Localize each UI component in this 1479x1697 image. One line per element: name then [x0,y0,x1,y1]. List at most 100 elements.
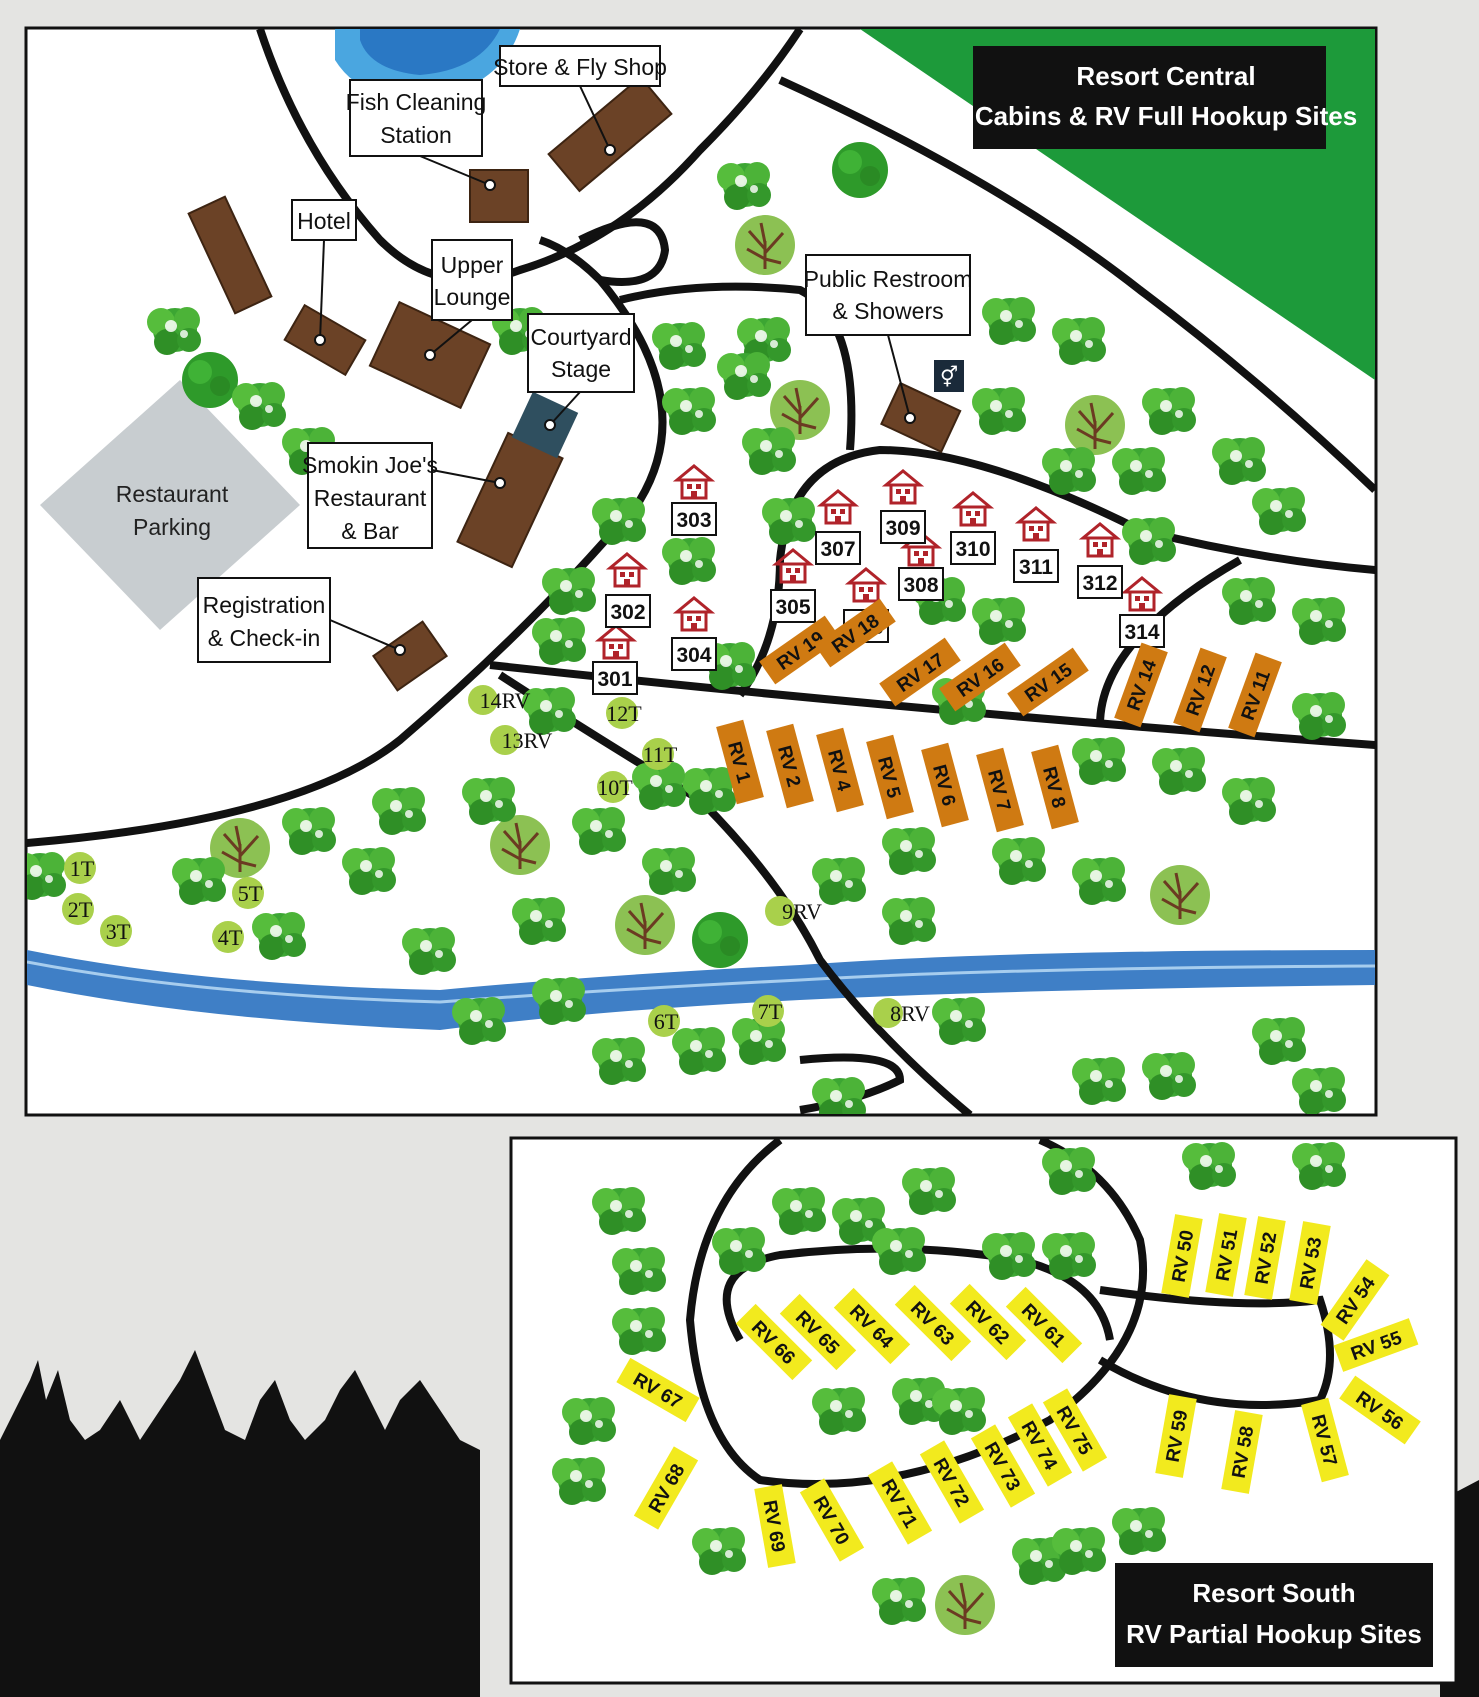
cabin-number: 301 [597,668,632,691]
tent-site-label: 7T [758,999,783,1024]
restroom-icon: ⚥ [934,360,964,392]
upper-lounge-label: Lounge [434,284,511,310]
tent-site-label: 12T [606,701,642,726]
restroom-building [880,381,962,454]
store-callout: Store & Fly Shop [493,45,667,156]
smokin-joes-label: Restaurant [314,485,427,511]
smokin-joes-label: Smokin Joe's [302,452,438,478]
cabin-number-tag: 303 [671,502,717,536]
cabin-number-tag: 307 [815,531,861,565]
cabin-number-tag: 310 [950,531,996,565]
rv-tag: 9RV [765,896,822,926]
tent-site: 2T [62,893,94,925]
tent-site-label: 11T [643,742,678,767]
buildings [187,75,962,692]
rv-tag-label: 14RV [480,688,531,713]
tent-site: 12T [606,697,642,729]
rv-tag: 14RV [468,685,531,715]
south-title-line2: RV Partial Hookup Sites [1126,1619,1422,1649]
resort-south-title-box: Resort South RV Partial Hookup Sites [1115,1563,1433,1667]
public-restroom-label: Public Restroom [804,266,973,292]
cabin-number-tag: 304 [671,637,717,671]
rv-site-partial: RV 58 [1221,1410,1263,1494]
tent-site: 4T [212,921,244,953]
restaurant-parking [40,380,300,630]
hotel-label: Hotel [297,208,351,234]
tent-site: 11T [642,738,678,770]
cabin-number-tag: 314 [1119,614,1165,648]
rv-site-partial: RV 52 [1244,1216,1286,1300]
cabin-number-tag: 309 [880,510,926,544]
parking-label-2: Parking [133,514,211,540]
resort-central-panel: Restaurant Parking [24,26,1378,1117]
rv-site-full: RV 6 [921,742,969,828]
cabin-number: 312 [1082,572,1117,595]
cabin-number: 305 [775,596,810,619]
cabin-number: 303 [676,509,711,532]
tent-site-label: 1T [70,856,95,881]
tent-site: 1T [64,852,96,884]
rv-site-full: RV 5 [866,734,914,820]
rv-tag-label: 9RV [782,899,822,924]
tent-site-label: 3T [106,919,131,944]
cabin-number: 302 [610,601,645,624]
resort-central-title-box: Resort Central Cabins & RV Full Hookup S… [973,46,1357,149]
tent-site-label: 2T [68,897,93,922]
cabin-number-tag: 302 [605,594,651,628]
cabin-number-tag: 305 [770,589,816,623]
cabin-number: 308 [903,574,938,597]
public-restroom-callout: Public Restroom & Showers [804,254,973,424]
cabin-number: 304 [676,644,711,667]
tent-site-label: 6T [654,1009,679,1034]
rv-tag: 13RV [490,725,553,755]
cabin-number-tag: 308 [898,567,944,601]
tent-site-label: 4T [218,925,243,950]
public-restroom-label: & Showers [832,298,943,324]
cabin-number: 310 [955,538,990,561]
cabin-number-tag: 312 [1077,565,1123,599]
tent-site: 10T [597,771,633,803]
tent-site-label: 5T [238,881,263,906]
cabin-number-tag: 311 [1013,549,1059,583]
fish-cleaning-station-label: Fish Cleaning [346,89,487,115]
hotel-building-1 [187,195,273,315]
registration-label: & Check-in [208,625,320,651]
roads [27,29,1375,1114]
rv-tag-label: 13RV [502,728,553,753]
registration-label: Registration [203,592,326,618]
cabin-number: 311 [1019,556,1053,579]
rv-site-partial: RV 51 [1205,1213,1247,1297]
south-title-line1: Resort South [1192,1578,1355,1608]
parking-label-1: Restaurant [116,481,229,507]
smokin-joes-label: & Bar [341,518,399,544]
fish-cleaning-station-label: Station [380,122,452,148]
courtyard-stage-label: Stage [551,356,611,382]
upper-lounge-label: Upper [441,252,504,278]
cabin-number-tag: 301 [592,661,638,695]
hotel-callout: Hotel [291,199,357,346]
courtyard-stage-label: Courtyard [531,324,632,350]
tent-site: 6T [648,1005,680,1037]
rv-tag: 8RV [873,998,930,1028]
tent-site-label: 10T [597,775,633,800]
store-label: Store & Fly Shop [493,54,667,80]
tent-site: 7T [752,995,784,1027]
rv-tag-label: 8RV [890,1001,930,1026]
central-title-line2: Cabins & RV Full Hookup Sites [975,101,1357,131]
registration-building [371,620,449,692]
registration-callout: Registration & Check-in [197,577,406,663]
cabin-number: 314 [1124,621,1159,644]
fish-station-building [469,169,529,223]
svg-text:⚥: ⚥ [940,365,958,389]
cabin-number: 309 [885,517,920,540]
tent-site: 3T [100,915,132,947]
central-title-line1: Resort Central [1076,61,1255,91]
cabin-number: 307 [820,538,855,561]
